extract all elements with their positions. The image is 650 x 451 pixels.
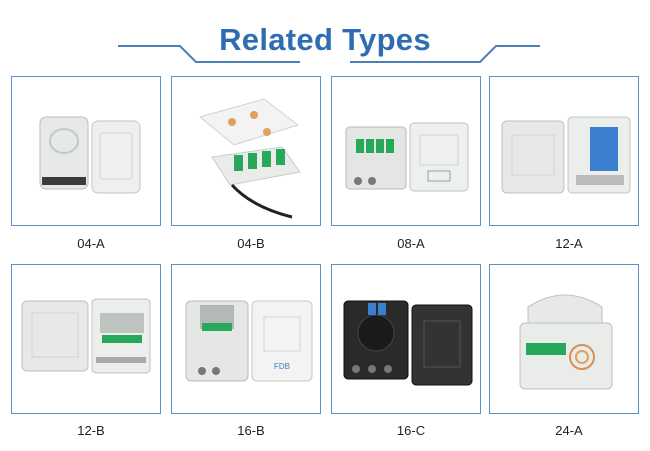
fiber-box-04a-image <box>39 116 141 194</box>
page-title: Related Types <box>219 22 431 57</box>
product-card-08a[interactable] <box>331 76 481 226</box>
fiber-box-24a-image <box>519 294 613 390</box>
product-card-16c[interactable] <box>331 264 481 414</box>
product-card-12b[interactable] <box>11 264 161 414</box>
product-label: 12-B <box>77 423 105 438</box>
product-card-24a[interactable] <box>489 264 639 414</box>
fiber-box-16c-image <box>343 300 473 386</box>
product-label: 16-C <box>396 423 426 438</box>
product-label: 04-A <box>77 236 105 251</box>
section-header: Related Types <box>0 0 650 75</box>
fiber-box-08a-image <box>345 122 469 192</box>
product-card-16b[interactable]: FDB <box>171 264 321 414</box>
product-card-12a[interactable] <box>489 76 639 226</box>
product-label: 24-A <box>555 423 583 438</box>
fiber-box-12b-image <box>21 298 151 374</box>
product-label: 12-A <box>555 236 583 251</box>
product-card-04a[interactable] <box>11 76 161 226</box>
header-decoration <box>118 45 540 63</box>
fiber-box-04b-image <box>198 98 301 219</box>
fiber-box-16b-image: FDB <box>185 300 313 382</box>
product-label: 04-B <box>237 236 265 251</box>
product-card-04b[interactable] <box>171 76 321 226</box>
product-label: 16-B <box>237 423 265 438</box>
fiber-box-12a-image <box>501 116 631 194</box>
svg-text:FDB: FDB <box>274 362 290 371</box>
product-label: 08-A <box>397 236 425 251</box>
